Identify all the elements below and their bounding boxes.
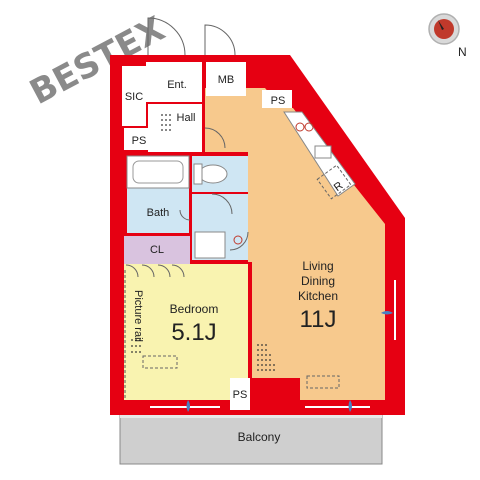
bath-floor — [127, 188, 189, 233]
ldk-label-living: Living — [302, 259, 333, 273]
entrance-door — [147, 17, 236, 56]
ps-left-label: PS — [132, 135, 147, 147]
ldk-floor — [205, 88, 385, 400]
mb-box — [206, 62, 246, 96]
entrance-label: Ent. — [167, 79, 187, 91]
compass-icon — [428, 13, 460, 45]
compass-north-label: N — [458, 45, 467, 59]
picture-rail-label: Picture rail — [132, 290, 144, 342]
bedroom-size: 5.1J — [171, 319, 216, 346]
closet-label: CL — [150, 244, 164, 256]
sic-label: SIC — [125, 91, 143, 103]
bedroom-floor — [124, 264, 248, 400]
bedroom-label: Bedroom — [170, 302, 219, 316]
ldk-label-dining: Dining — [301, 274, 335, 288]
ldk-size: 11J — [300, 306, 337, 333]
bath-label: Bath — [147, 207, 170, 219]
sic-floor — [122, 66, 146, 126]
ldk-label-kitchen: Kitchen — [298, 289, 338, 303]
hall-floor — [148, 104, 202, 152]
entrance-floor — [146, 62, 202, 102]
closet-floor — [124, 236, 190, 264]
ps-top-label: PS — [271, 95, 286, 107]
mb-label: MB — [218, 74, 235, 86]
balcony-label: Balcony — [238, 430, 281, 444]
balcony-area — [119, 414, 383, 465]
ps-bottom-label: PS — [233, 389, 248, 401]
hall-label: Hall — [177, 112, 196, 124]
